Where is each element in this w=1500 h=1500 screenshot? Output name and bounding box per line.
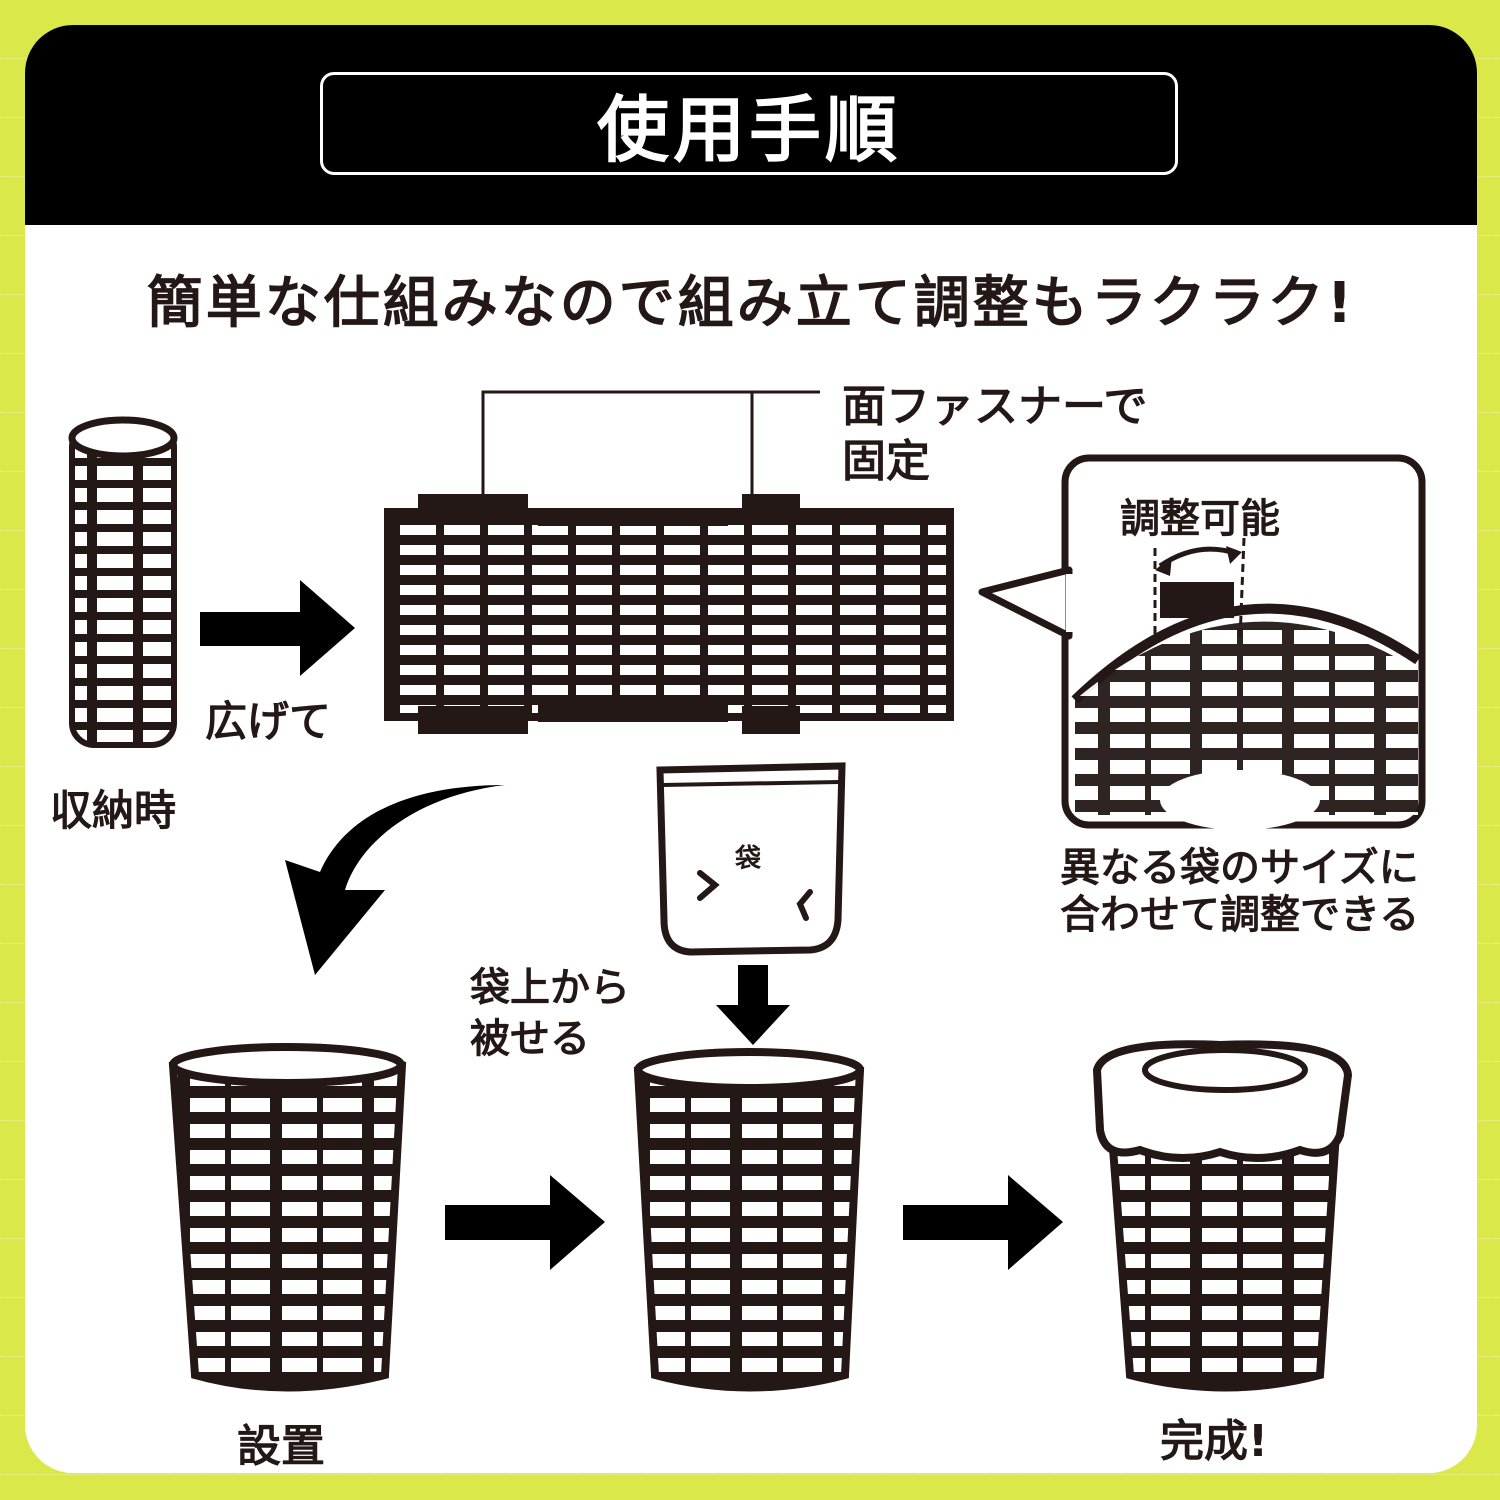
install-label: 設置 [237, 1421, 325, 1472]
velcro-label-line1: 面ファスナーで [842, 381, 1148, 432]
spread-label: 広げて [205, 697, 332, 746]
arrow-right-icon [445, 1175, 605, 1270]
callout-label-line2: 合わせて調整できる [1060, 892, 1420, 938]
arrow-down-icon [716, 965, 790, 1045]
callout-label-line1: 異なる袋のサイズに [1060, 845, 1419, 891]
curved-arrow-icon [285, 785, 505, 975]
cover-label-line2: 被せる [470, 1016, 590, 1062]
done-label: 完成! [1160, 1416, 1269, 1467]
arrow-right-icon [903, 1175, 1063, 1270]
page-title: 使用手順 [596, 88, 901, 172]
zoom-callout-icon [978, 454, 1426, 830]
basket-icon [633, 1048, 865, 1392]
header-bar: 使用手順 [25, 25, 1477, 225]
storage-label: 収納時 [50, 786, 177, 835]
bag-label: 袋 [735, 844, 762, 874]
adjustable-label: 調整可能 [1120, 496, 1280, 542]
basket-with-bag-icon [1092, 1040, 1353, 1392]
rolled-basket-icon [68, 416, 178, 748]
arrow-right-icon [200, 580, 355, 676]
subtitle: 簡単な仕組みなので組み立て調整もラクラク! [146, 271, 1356, 336]
bag-icon [656, 762, 846, 956]
velcro-bracket [481, 390, 820, 494]
cover-label-line1: 袋上から [470, 965, 630, 1011]
title-box: 使用手順 [320, 72, 1178, 175]
basket-icon [168, 1043, 407, 1392]
velcro-label-line2: 固定 [842, 436, 930, 487]
flat-mesh-icon [384, 494, 954, 734]
